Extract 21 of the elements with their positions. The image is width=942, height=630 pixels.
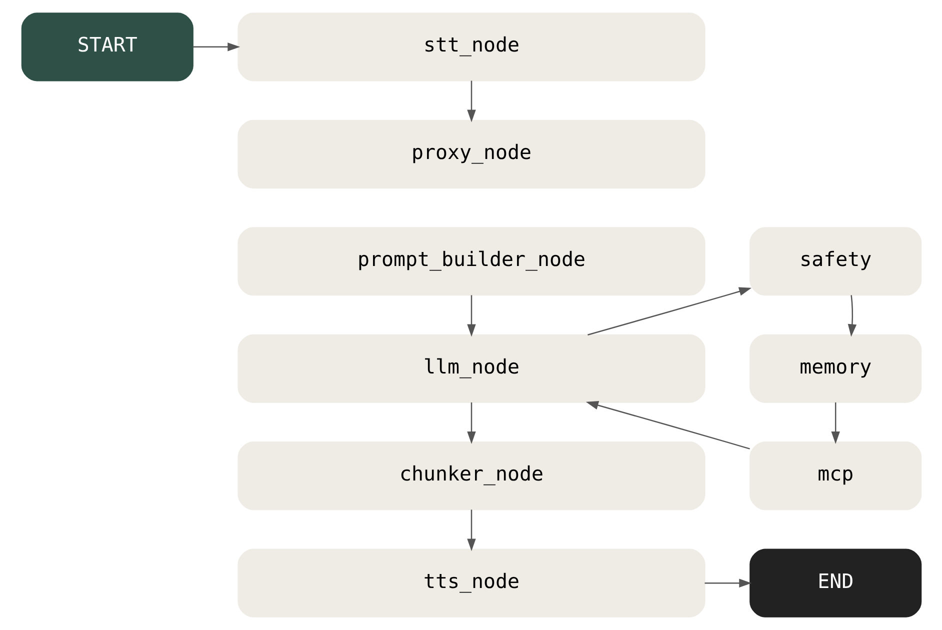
node-box: safety — [749, 227, 922, 296]
arrow — [466, 510, 476, 552]
arrow — [466, 80, 476, 122]
node-box: tts_node — [237, 548, 705, 618]
node-box: prompt_builder_node — [237, 227, 705, 296]
node-box: END — [749, 548, 922, 618]
arrow — [192, 42, 240, 52]
node-box: memory — [749, 334, 922, 403]
node-box: proxy_node — [237, 120, 705, 188]
node-box: llm_node — [237, 334, 705, 403]
arrow — [587, 287, 752, 336]
arrow — [847, 295, 856, 337]
node-box: START — [20, 12, 193, 82]
arrow — [830, 402, 840, 444]
arrow — [466, 295, 476, 337]
node-box: chunker_node — [237, 442, 705, 510]
arrow — [585, 401, 750, 450]
arrow — [704, 578, 752, 588]
node-box: mcp — [749, 442, 922, 510]
arrow — [466, 402, 476, 444]
node-box: stt_node — [237, 12, 705, 82]
